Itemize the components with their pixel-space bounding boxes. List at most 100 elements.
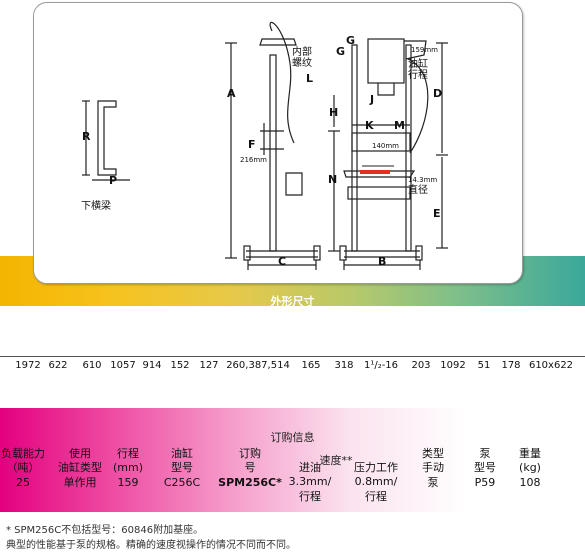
order-col-sub: (kg) [519, 461, 541, 475]
order-col-sub: （吨） [6, 461, 40, 475]
order-col-value2: 行程 [365, 489, 387, 503]
order-col-head: 订购 [239, 447, 261, 460]
dim-label-g2: G [336, 45, 346, 58]
dim-label-c: C [278, 255, 287, 268]
callout-inner-thread: 内部螺纹 [292, 47, 312, 69]
dim-col-unit: (mm) [196, 335, 222, 345]
order-column: 负载能力（吨）25 [0, 447, 59, 490]
ordering-band [0, 408, 585, 512]
dim-col-value: 51 [477, 360, 491, 371]
dim-col-key: E [148, 317, 156, 328]
order-col-value: C256C [163, 475, 201, 489]
dim-col-value: 152 [170, 360, 190, 371]
dim-label-g1: G [346, 34, 356, 47]
dim-col-key: F [176, 317, 184, 328]
dim-col-unit: (mm) [331, 335, 357, 345]
dim-col-key: 占地面积 [531, 317, 571, 328]
dim-label-r: R [82, 130, 91, 143]
callout-140mm: 140mm [372, 142, 399, 150]
order-col-value: 单作用 [63, 475, 97, 489]
dim-col-key: L [377, 317, 385, 328]
dim-label-j: J [370, 93, 375, 106]
order-col-head: 类型 [422, 447, 444, 460]
order-col-value: 3.3mm/ [288, 475, 332, 489]
order-col-head: 使用 [69, 447, 91, 460]
order-col-sub: 油缸类型 [58, 461, 102, 475]
dim-label-h: H [329, 106, 339, 119]
dim-col-unit: (mm) [440, 335, 466, 345]
dim-col-key: N [448, 317, 458, 328]
dim-col-key: H(油缸回缩时) [224, 317, 292, 328]
order-col-value: 0.8mm/ [354, 475, 398, 489]
callout-216mm: 216mm [240, 156, 267, 164]
order-col-head: 行程 [117, 447, 139, 460]
dim-col-unit: (mm) [45, 335, 71, 345]
dimensions-title: 外形尺寸 [270, 295, 315, 308]
order-col-sub: (mm) [112, 461, 143, 475]
dim-col-key: D [118, 317, 128, 328]
order-col-sub: 压力工作 [354, 461, 398, 474]
dim-col-unit: (mm) [471, 335, 497, 345]
dim-col-key: A [24, 317, 32, 328]
dim-col-unit: (mm) [408, 335, 434, 345]
order-col-value: 108 [519, 475, 541, 489]
dim-col-unit: (mm) [538, 335, 564, 345]
ordering-title: 订购信息 [270, 431, 315, 444]
dim-label-a-left: A [227, 87, 236, 100]
callout-159mm: 159mm [411, 46, 438, 54]
order-col-head: 油缸 [171, 447, 193, 460]
dim-col-unit: (mm) [79, 335, 105, 345]
order-col-head: 负载能力 [1, 447, 45, 460]
dim-label-p: P [109, 174, 118, 187]
dim-col-key: C [88, 317, 96, 328]
speed-header: 速度** [319, 454, 353, 467]
dim-label-b: B [378, 255, 387, 268]
order-col-sub: 型号 [171, 461, 193, 475]
crossbeam-label: 下横梁 [81, 201, 111, 212]
press-drawing [82, 21, 448, 270]
dim-label-d: D [433, 87, 443, 100]
order-col-value: 25 [16, 475, 30, 489]
dim-col-unit: (mm) [139, 335, 165, 345]
dim-col-value: 622 [48, 360, 68, 371]
order-col-value: 159 [117, 475, 139, 489]
dim-label-f: F [248, 138, 256, 151]
order-col-head: 重量 [519, 447, 541, 460]
dimensions-divider [0, 356, 585, 357]
dim-col-value: 610 [82, 360, 102, 371]
order-col-sub: 号 [244, 461, 256, 475]
dim-col-key: J [309, 317, 313, 328]
order-col-head: 泵 [479, 447, 491, 460]
dim-label-k: K [365, 119, 374, 132]
order-column: 使用油缸类型单作用 [44, 447, 116, 490]
dim-col-value: 1¹/₂-16 [363, 360, 399, 371]
dim-col-value: 914 [142, 360, 162, 371]
note-2: 典型的性能基于泵的规格。精确的速度视操作的情况不同而不同。 [6, 540, 296, 551]
order-col-value: 泵 [427, 475, 439, 489]
dim-col-unit: (mm) [15, 335, 41, 345]
dim-col-key: P [480, 317, 488, 328]
dim-col-key: G [204, 317, 214, 328]
dim-col-value: 1972 [15, 360, 41, 371]
dim-col-unit: (mm) [298, 335, 324, 345]
order-col-sub: 手动 [422, 461, 444, 475]
order-col-value: SPM256C* [218, 475, 282, 489]
dim-col-value: 165 [301, 360, 321, 371]
order-column: 重量(kg)108 [494, 447, 566, 490]
dim-col-unit: (mm) [498, 335, 524, 345]
dim-col-unit: (mm) [245, 335, 271, 345]
order-col-sub: 型号 [474, 461, 496, 475]
dim-col-value: 1057 [110, 360, 136, 371]
dim-label-l: L [306, 72, 314, 85]
dim-label-m: M [394, 119, 405, 132]
order-column: 行程(mm)159 [92, 447, 164, 490]
dim-col-value: 610x622 [528, 360, 574, 371]
note-1: * SPM256C不包括型号：60846附加基座。 [6, 525, 204, 536]
dim-col-unit: (mm) [167, 335, 193, 345]
dim-col-key: M [416, 317, 426, 328]
diagram-card: A D E C B F G G H J K M N L R P 内部螺纹 油缸行… [33, 2, 523, 284]
dim-col-value: 318 [334, 360, 354, 371]
